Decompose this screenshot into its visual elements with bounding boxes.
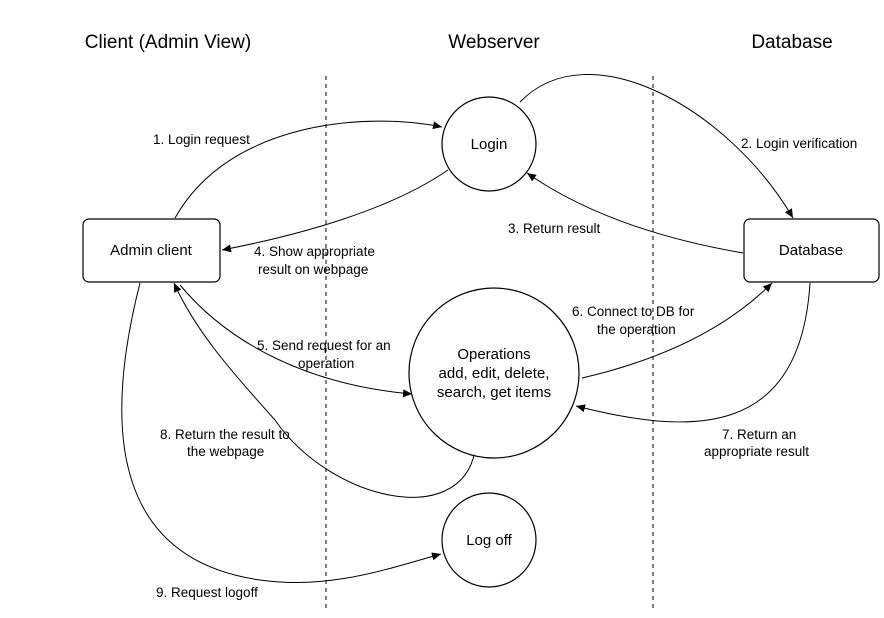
edge-label-4-line1: 4. Show appropriate <box>254 244 375 259</box>
lane-title-client: Client (Admin View) <box>85 32 251 53</box>
admin-client-label: Admin client <box>110 242 193 259</box>
operations-label-3: search, get items <box>437 384 551 401</box>
edge-label-5-line1: 5. Send request for an <box>257 338 391 353</box>
edge-label-2: 2. Login verification <box>741 136 857 151</box>
operations-label-1: Operations <box>457 346 530 363</box>
operations-label-2: add, edit, delete, <box>439 365 550 382</box>
edge-show-result <box>221 169 449 253</box>
edge-label-6-line2: the operation <box>597 322 676 337</box>
lane-title-webserver: Webserver <box>448 32 540 53</box>
database-label: Database <box>779 242 843 259</box>
edge-label-9: 9. Request logoff <box>156 585 258 600</box>
node-admin-client: Admin client <box>82 218 221 283</box>
logoff-label: Log off <box>466 532 512 549</box>
edge-send-request <box>179 284 413 398</box>
lane-title-database: Database <box>751 32 832 53</box>
node-login: Login <box>441 96 537 192</box>
login-label: Login <box>471 136 508 153</box>
node-logoff: Log off <box>441 492 537 588</box>
edge-label-8-line1: 8. Return the result to <box>160 427 290 442</box>
edge-label-7-line1: 7. Return an <box>722 427 796 442</box>
edge-return-to-webpage <box>173 282 476 498</box>
edge-connect-db <box>581 282 773 379</box>
edge-login-request <box>174 120 443 219</box>
edge-label-4-line2: result on webpage <box>258 262 368 277</box>
edge-request-logoff <box>121 282 442 583</box>
edge-label-5-line2: operation <box>298 356 354 371</box>
edge-login-verification <box>519 74 794 219</box>
edge-label-3: 3. Return result <box>508 221 601 236</box>
edge-label-6-line1: 6. Connect to DB for <box>572 304 695 319</box>
edge-return-appropriate <box>575 282 811 423</box>
edge-label-8-line2: the webpage <box>187 444 264 459</box>
node-operations: Operations add, edit, delete, search, ge… <box>408 287 580 459</box>
edge-label-7-line2: appropriate result <box>704 444 809 459</box>
edge-return-result <box>526 172 744 254</box>
node-database: Database <box>743 218 880 283</box>
edge-label-1: 1. Login request <box>153 132 250 147</box>
